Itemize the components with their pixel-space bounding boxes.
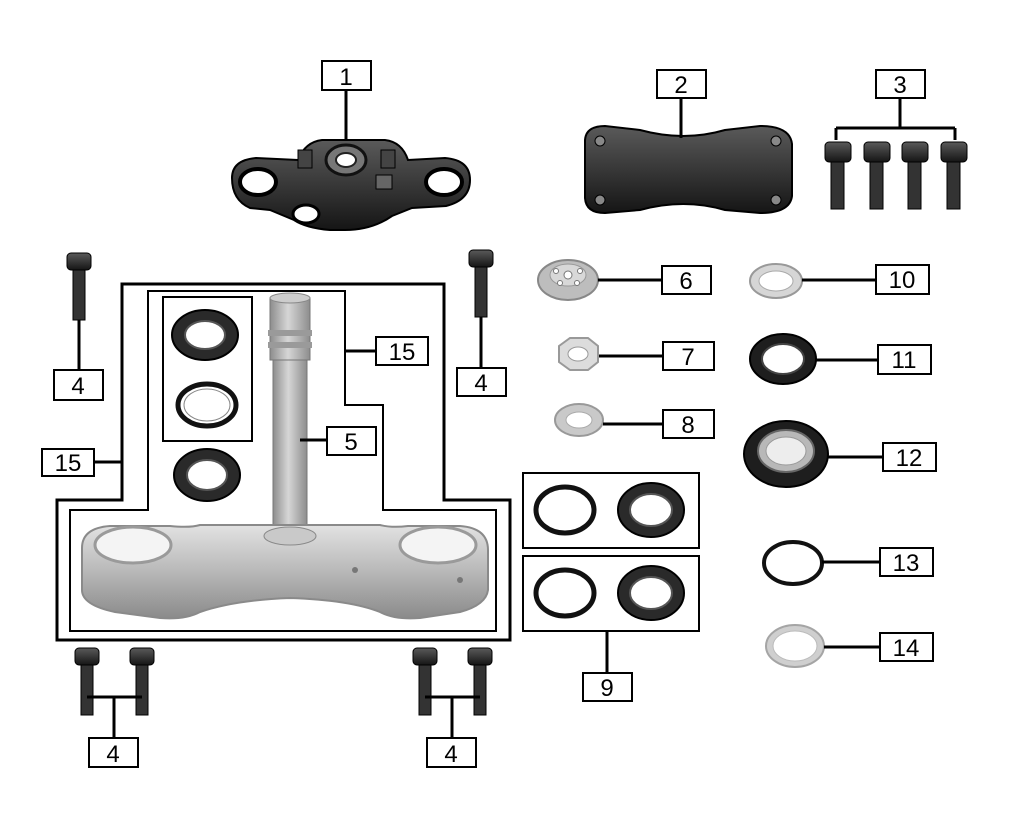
part-4-bolt-pair-right xyxy=(412,647,493,716)
callout-1: 1 xyxy=(339,64,352,91)
part-7-nut xyxy=(558,337,599,371)
part-14-washer xyxy=(765,624,825,668)
callout-box-5 xyxy=(326,426,377,456)
bearing-ring xyxy=(533,567,597,619)
callout-box-1 xyxy=(321,60,372,91)
leader-4c xyxy=(87,695,142,738)
part-2-handlebar-clamp xyxy=(584,124,793,215)
bearing-kit-box-bottom xyxy=(522,555,700,632)
callout-3: 3 xyxy=(893,72,906,99)
callout-box-2 xyxy=(656,69,707,99)
callout-box-15a xyxy=(41,448,95,477)
callout-11: 11 xyxy=(892,347,917,374)
bearing-subbox xyxy=(162,296,253,442)
bolt xyxy=(863,141,891,210)
callout-10: 10 xyxy=(889,267,916,294)
callout-box-13 xyxy=(879,547,934,577)
callout-6: 6 xyxy=(679,268,692,295)
callout-box-4c xyxy=(88,737,139,768)
callout-7: 7 xyxy=(681,344,694,371)
lower-triple-clamp xyxy=(81,524,489,620)
callout-box-4a xyxy=(53,369,104,401)
part-8-washer xyxy=(554,403,604,437)
callout-box-7 xyxy=(662,341,715,371)
bolt xyxy=(901,141,929,210)
bearing-ring xyxy=(533,484,597,536)
part-1-upper-triple-clamp xyxy=(230,139,472,231)
callout-15b: 15 xyxy=(389,339,416,366)
part-5-steering-stem xyxy=(268,292,312,536)
callout-box-10 xyxy=(875,264,930,295)
callout-2: 2 xyxy=(674,72,687,99)
callout-8: 8 xyxy=(681,412,694,439)
part-10-lock-ring xyxy=(749,263,803,299)
leader-3 xyxy=(834,98,957,140)
seal-ring xyxy=(617,565,685,621)
seal-ring xyxy=(171,309,239,361)
part-6-dust-cover xyxy=(537,259,599,301)
leader-4d xyxy=(425,695,480,738)
bolt xyxy=(824,141,852,210)
callout-box-3 xyxy=(875,69,926,99)
assembly-outline-outer xyxy=(55,282,512,642)
seal-ring xyxy=(617,482,685,538)
callout-box-11 xyxy=(877,344,932,375)
part-4-bolt-left xyxy=(66,252,92,321)
callout-box-9 xyxy=(582,672,633,702)
callout-box-6 xyxy=(661,265,712,295)
assembly-outline-inner xyxy=(69,290,497,632)
part-4-bolt-pair-left xyxy=(74,647,155,716)
callout-15a: 15 xyxy=(55,450,82,477)
callout-box-4b xyxy=(456,367,507,397)
part-12-bearing xyxy=(743,420,829,488)
part-13-o-ring xyxy=(762,540,824,586)
part-11-seal xyxy=(749,333,817,385)
callout-4b: 4 xyxy=(474,370,487,397)
bearing-ring xyxy=(175,381,239,429)
callout-box-14 xyxy=(879,632,934,662)
callout-box-8 xyxy=(662,409,715,439)
bolt xyxy=(940,141,968,210)
callout-box-4d xyxy=(426,737,477,768)
callout-14: 14 xyxy=(893,635,920,662)
callout-4a: 4 xyxy=(71,373,84,400)
callout-9: 9 xyxy=(600,675,613,702)
seal-ring xyxy=(173,448,241,502)
callout-box-15b xyxy=(375,336,429,366)
part-4-bolt-right xyxy=(468,249,494,318)
part-3-bolts xyxy=(824,141,968,210)
callout-4c: 4 xyxy=(106,741,119,768)
bearing-kit-box-top xyxy=(522,472,700,549)
callout-box-12 xyxy=(882,442,937,472)
callout-13: 13 xyxy=(893,550,920,577)
callout-12: 12 xyxy=(896,445,923,472)
callout-5: 5 xyxy=(344,429,357,456)
callout-4d: 4 xyxy=(444,741,457,768)
